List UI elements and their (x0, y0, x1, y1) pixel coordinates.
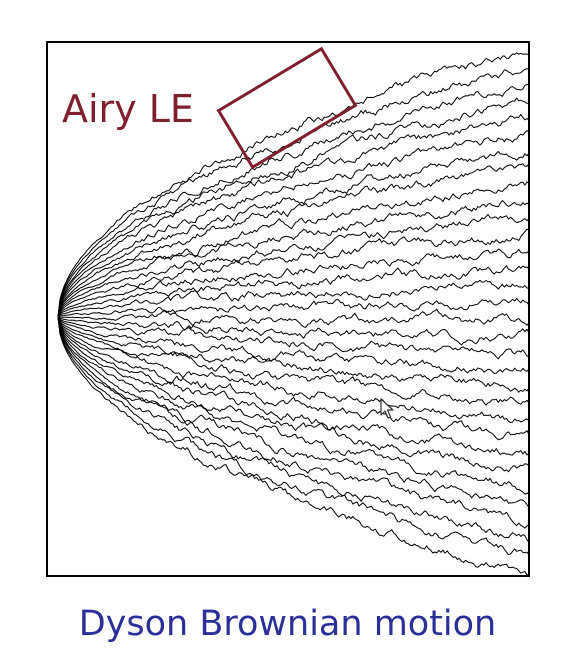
figure-caption: Dyson Brownian motion (78, 604, 497, 644)
brownian-path (57, 52, 529, 318)
brownian-path (57, 316, 529, 360)
brownian-path (57, 316, 529, 406)
brownian-path (57, 316, 529, 576)
plot-frame (46, 41, 530, 577)
airy-le-box (216, 46, 358, 170)
brownian-path (57, 83, 529, 318)
brownian-path (57, 316, 529, 495)
brownian-path (57, 151, 529, 318)
brownian-path (57, 316, 529, 529)
brownian-path (57, 316, 529, 456)
brownian-path (57, 248, 529, 318)
brownian-path (57, 113, 529, 318)
brownian-path (57, 130, 529, 318)
brownian-path (57, 316, 529, 508)
mouse-pointer-icon (380, 398, 394, 419)
brownian-path (57, 228, 529, 318)
brownian-path (57, 316, 529, 424)
brownian-path (57, 298, 529, 318)
brownian-path (57, 214, 529, 318)
brownian-path (57, 163, 529, 318)
brownian-path (57, 279, 529, 318)
brownian-path (57, 316, 529, 393)
brownian-path (57, 316, 529, 543)
brownian-path (57, 316, 529, 374)
airy-le-label: Airy LE (62, 87, 194, 131)
brownian-path (57, 316, 529, 441)
brownian-path (57, 316, 529, 473)
brownian-path (57, 316, 529, 346)
airy-le-annotation: Airy LE (62, 46, 358, 170)
brownian-path (57, 97, 529, 318)
brownian-path (57, 316, 529, 556)
brownian-paths-group (57, 52, 529, 576)
brownian-path (57, 265, 529, 318)
brownian-path (57, 308, 529, 328)
brownian-path (57, 181, 529, 318)
brownian-path (57, 200, 529, 318)
